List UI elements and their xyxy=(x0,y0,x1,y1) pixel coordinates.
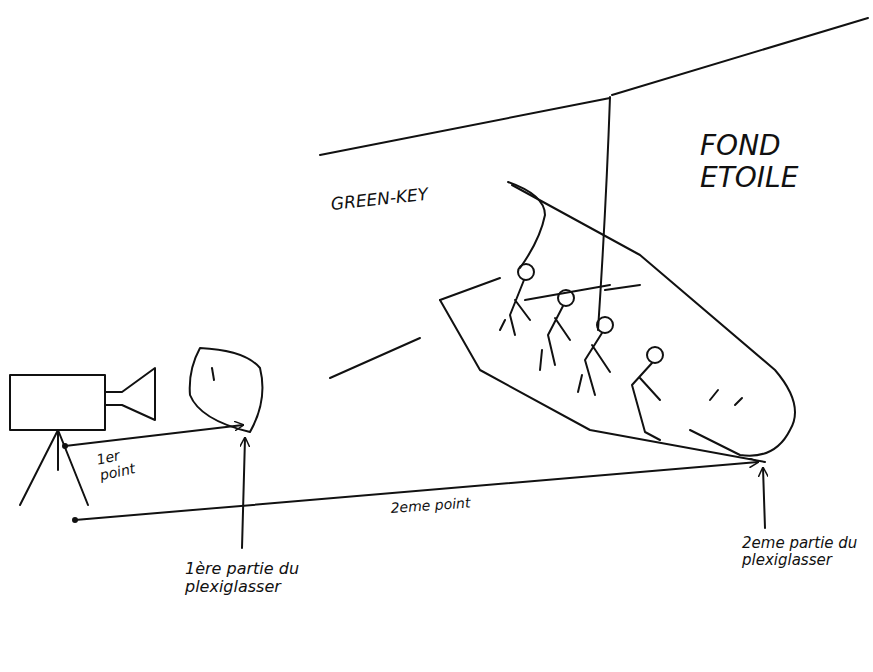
wall-corner xyxy=(598,97,610,330)
floor-line xyxy=(440,278,500,300)
distance-arrow xyxy=(75,462,758,520)
plexiglass-part xyxy=(190,348,263,432)
plexiglass-curve xyxy=(508,182,545,268)
floor-line xyxy=(330,338,420,378)
wall-line xyxy=(320,98,610,155)
handwritten-label: 2eme point xyxy=(390,490,531,516)
floor-plane xyxy=(440,300,765,462)
handwritten-label: 1er point xyxy=(95,440,160,484)
handwritten-label: 2eme partie du plexiglasser xyxy=(742,535,864,570)
tripod xyxy=(20,430,88,505)
distance-arrow xyxy=(65,425,243,446)
handwritten-label: GREEN-KEY xyxy=(330,180,471,214)
camera-body xyxy=(10,375,105,430)
handwritten-label: FOND ETOILE xyxy=(700,130,840,194)
pointer-arrow xyxy=(242,438,245,548)
camera-lens xyxy=(105,368,155,420)
plexiglass-mark xyxy=(212,368,214,380)
plexiglass-mark xyxy=(710,390,742,405)
pointer-arrow xyxy=(763,468,765,528)
handwritten-label: 1ère partie du plexiglasser xyxy=(185,560,310,597)
wall-line xyxy=(612,18,868,95)
plexiglass-outline xyxy=(512,185,795,456)
plexiglass-edge xyxy=(525,285,640,300)
